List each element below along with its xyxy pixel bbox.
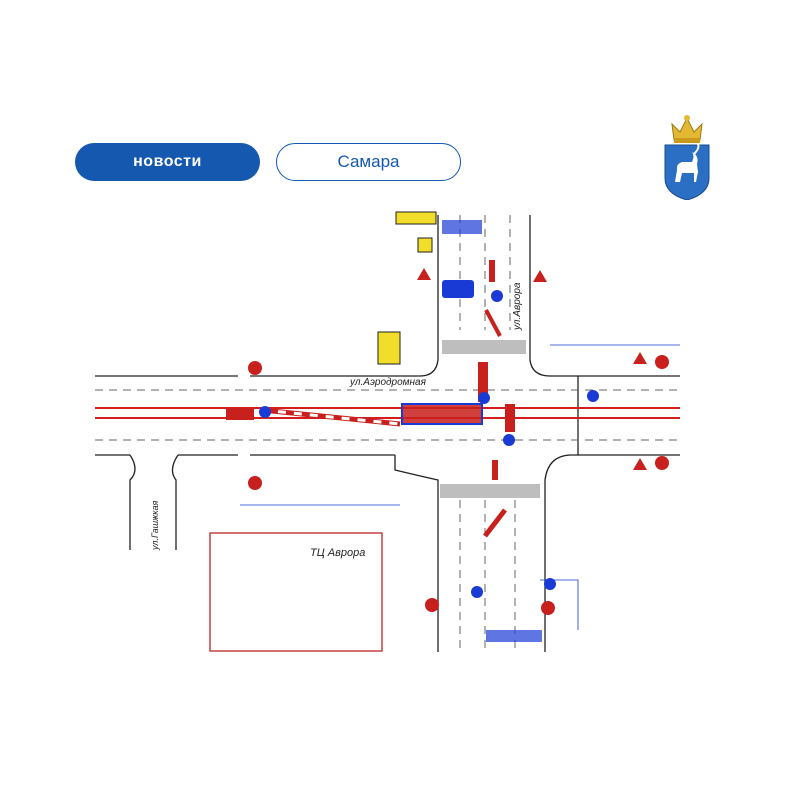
- road-vertical: [437, 215, 579, 455]
- city-tag-button[interactable]: Самара: [276, 143, 461, 181]
- street-label-vertical-right: ул.Аврора: [512, 282, 523, 331]
- info-board: [417, 237, 433, 253]
- street-label-vertical-left: ул.Гашжкая: [150, 501, 160, 551]
- crosswalks: [440, 340, 540, 498]
- rail-tracks: [95, 407, 680, 419]
- street-label-horizontal: ул.Аэродромная: [349, 377, 427, 388]
- mall-outline: [209, 532, 383, 652]
- traffic-scheme-diagram: ул.Аэродромная ул.Аврора ул.Гашжкая ТЦ А…: [95, 211, 680, 652]
- info-board: [395, 211, 437, 225]
- warning-signs: [248, 268, 669, 615]
- lane-markings: [95, 215, 680, 652]
- signal-markers: [259, 220, 599, 642]
- samara-coat-of-arms-icon: [662, 112, 712, 201]
- dimension-lines: [240, 344, 680, 630]
- road-horizontal: [95, 335, 680, 652]
- info-board: [377, 331, 401, 365]
- news-category-button[interactable]: новости: [75, 143, 260, 181]
- barrier-arm: [226, 260, 515, 538]
- mall-label: ТЦ Аврора: [310, 547, 365, 559]
